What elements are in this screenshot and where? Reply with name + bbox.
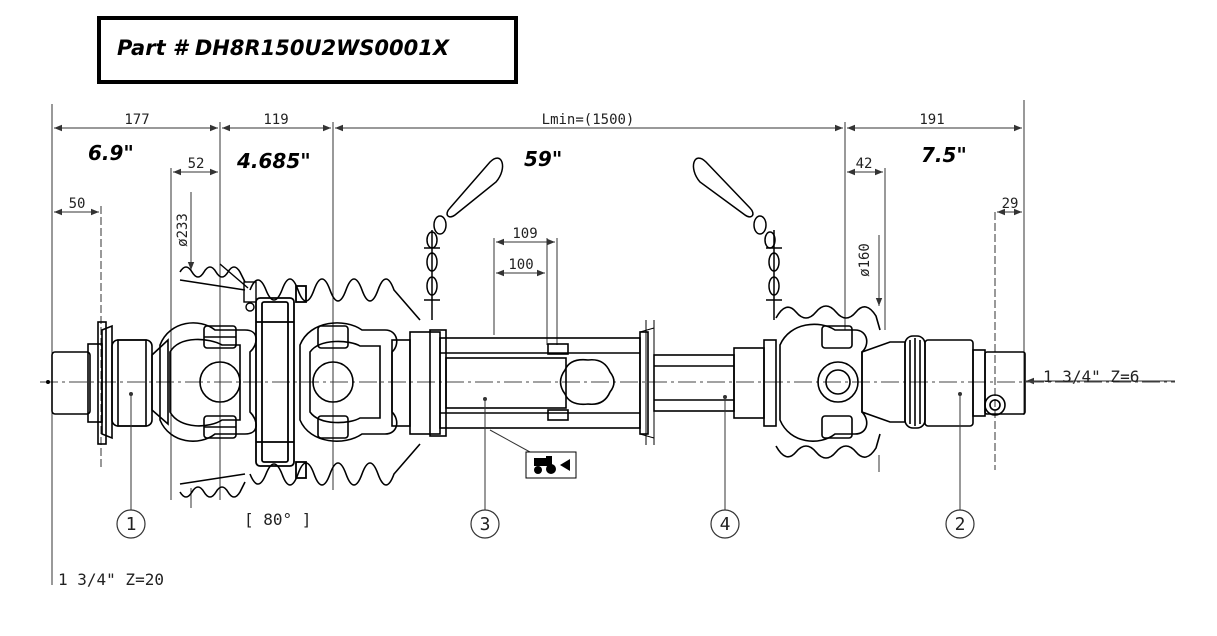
left-boot-large xyxy=(281,278,421,486)
dim-50: 50 xyxy=(69,196,86,212)
dim-191: 191 xyxy=(919,112,944,128)
left-safety-chain xyxy=(424,157,504,320)
dimension-lines xyxy=(54,124,1175,508)
leader-lines xyxy=(130,395,961,510)
outer-tube xyxy=(429,327,655,439)
dim-109: 109 xyxy=(512,226,537,242)
dim-177: 177 xyxy=(124,112,149,128)
callout-3: 3 xyxy=(480,514,491,535)
center-point xyxy=(46,380,50,384)
dim-160: ø160 xyxy=(857,243,873,277)
imperial-4-685: 4.685" xyxy=(236,149,311,173)
right-boot xyxy=(775,305,881,459)
right-spline-spec: 1 3/4" Z=6 xyxy=(1043,367,1139,386)
inner-tube xyxy=(653,339,777,427)
tractor-icon xyxy=(525,451,577,479)
profile-cross-section xyxy=(547,343,615,421)
callout-circles xyxy=(116,509,975,539)
part-number-box: Part # DH8R150U2WS0001X xyxy=(97,16,518,84)
dim-52: 52 xyxy=(188,156,205,172)
callout-1: 1 xyxy=(126,514,137,535)
joint-angle: [ 80° ] xyxy=(244,510,311,529)
leader-dots xyxy=(129,392,962,401)
callout-2: 2 xyxy=(955,514,966,535)
right-yoke xyxy=(779,323,1026,442)
clutch-disk xyxy=(255,285,307,479)
left-second-yoke xyxy=(299,322,441,442)
dim-119: 119 xyxy=(263,112,288,128)
imperial-6-9: 6.9" xyxy=(88,141,134,165)
callout-4: 4 xyxy=(720,514,731,535)
grease-nipple xyxy=(219,263,257,312)
dim-42: 42 xyxy=(856,156,873,172)
extension-lines xyxy=(51,100,1025,585)
dim-lmin: Lmin=(1500) xyxy=(542,112,635,128)
left-yoke xyxy=(51,321,257,445)
imperial-59: 59" xyxy=(524,147,562,171)
dim-233: ø233 xyxy=(175,213,191,247)
right-safety-chain xyxy=(692,157,782,320)
dim-29: 29 xyxy=(1002,196,1019,212)
imperial-7-5: 7.5" xyxy=(921,143,967,167)
dim-100: 100 xyxy=(508,257,533,273)
part-number-title: Part # DH8R150U2WS0001X xyxy=(117,36,450,60)
left-spline-spec: 1 3/4" Z=20 xyxy=(58,570,164,589)
